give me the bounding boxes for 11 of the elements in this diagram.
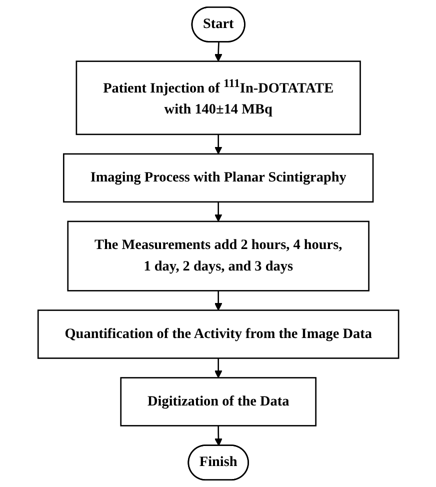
arrow <box>214 134 222 154</box>
arrow <box>214 426 222 446</box>
node-box: Digitization of the Data <box>120 377 316 426</box>
node-box: Quantification of the Activity from the Image Data <box>37 310 399 359</box>
arrow <box>214 202 222 222</box>
arrow <box>214 42 222 62</box>
node-box: Patient Injection of $^{111}$In-DOTATATE with 140±14 MBq <box>75 60 361 136</box>
node-box: The Measurements add 2 hours, 4 hours, 1 day, 2 days, and 3 days <box>66 220 370 292</box>
node-box: Imaging Process with Planar Scintigraphy <box>62 153 374 203</box>
arrow <box>214 358 222 378</box>
arrow <box>214 290 222 311</box>
